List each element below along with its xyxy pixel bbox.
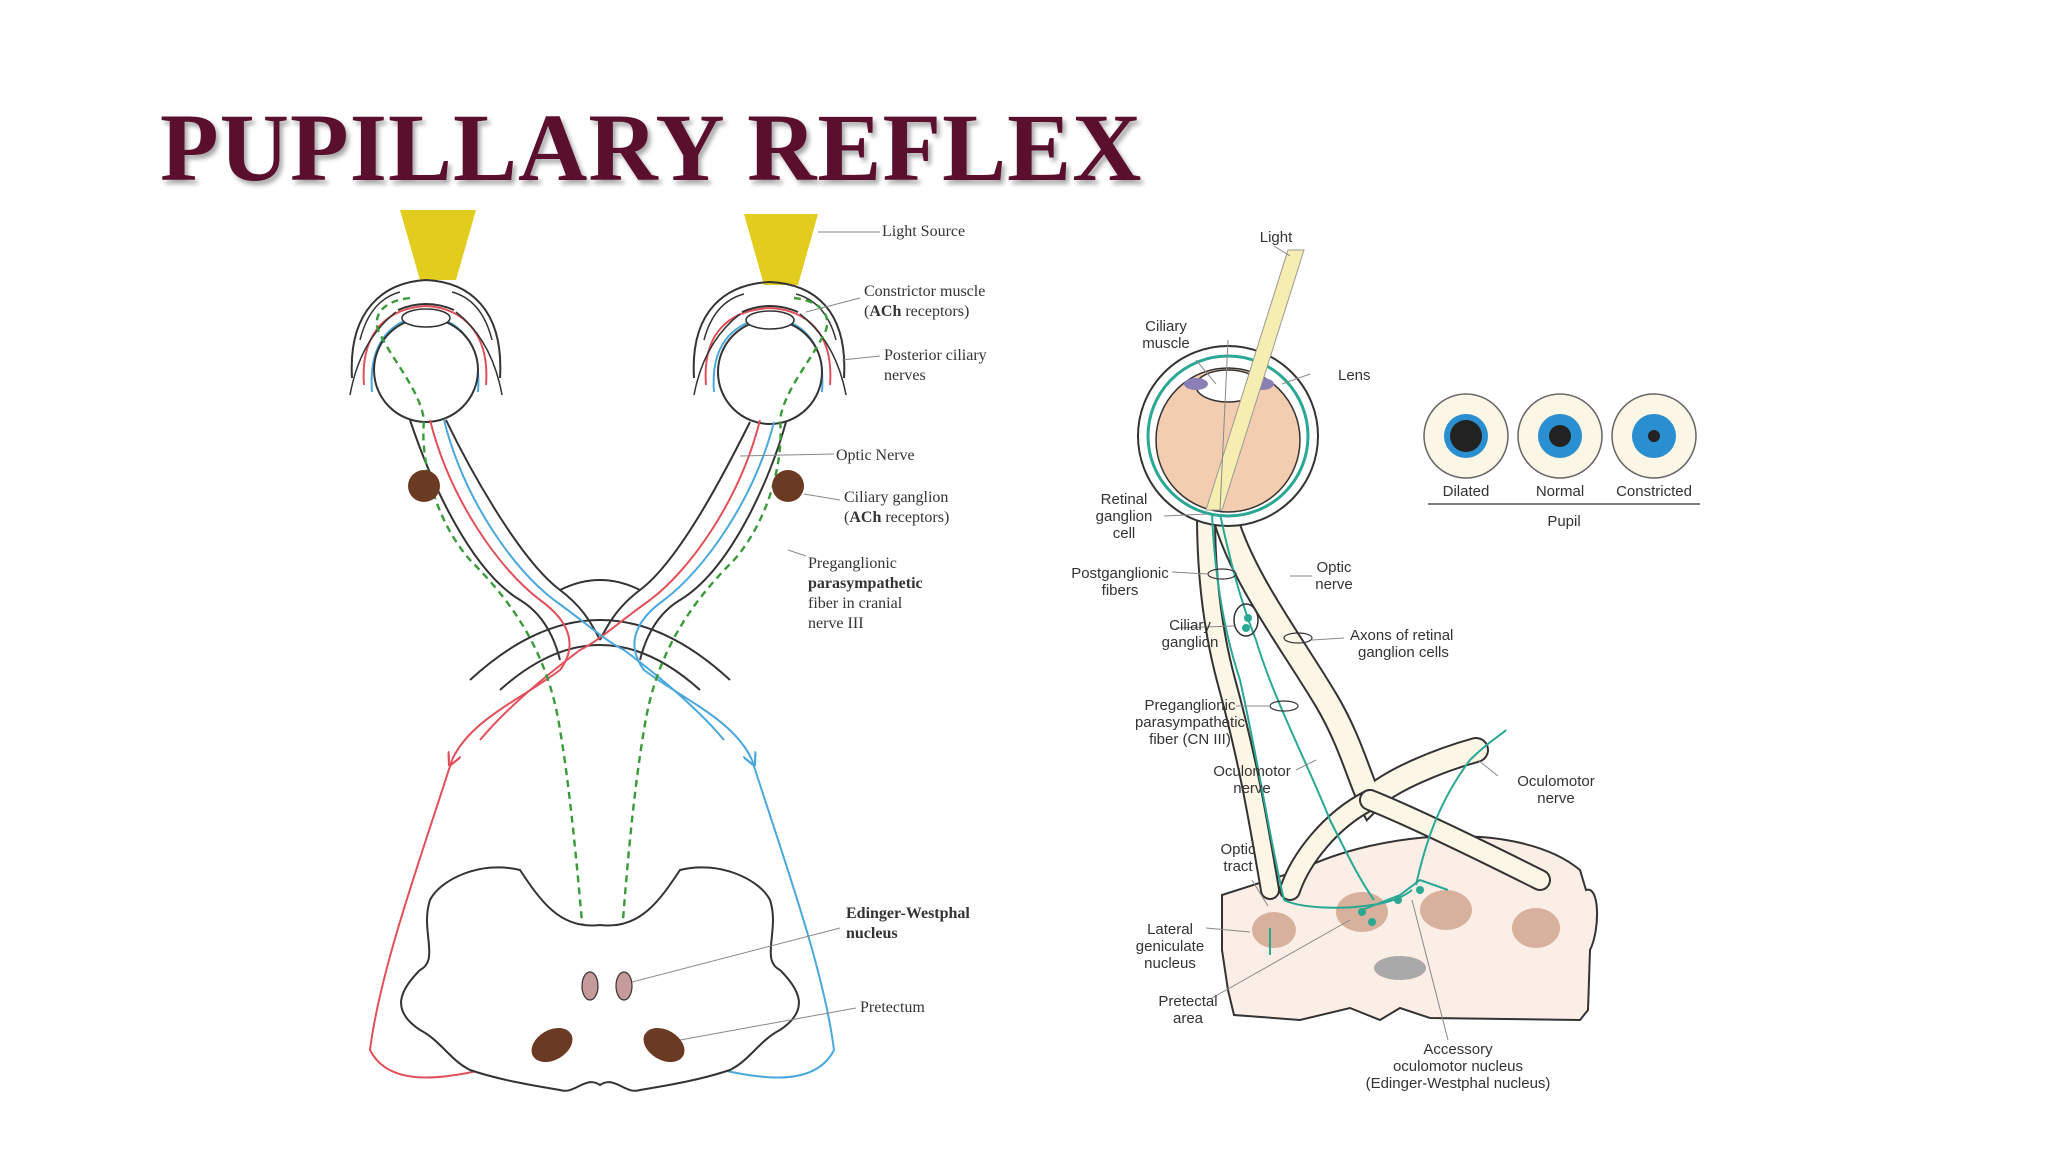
label-preganglionic-1: Preganglionic: [808, 555, 897, 572]
pretectum-left: [531, 1027, 573, 1063]
label-optic-tract-2: tract: [1223, 858, 1253, 875]
label-oculomotor-left-2: nerve: [1233, 780, 1271, 797]
label-ciliary-ganglion-2: ganglion: [1162, 634, 1219, 651]
left-diagram: Light Source Constrictor muscle (ACh rec…: [349, 210, 987, 1092]
right-diagram: Light Ciliary muscle Lens Retinal gangli…: [1071, 229, 1700, 1092]
label-ciliary-ganglion-receptors: (ACh receptors): [844, 509, 949, 526]
ciliary-ganglion-left: [408, 470, 440, 502]
right-eye: [692, 280, 847, 425]
label-posterior-ciliary-1: Posterior ciliary: [884, 347, 987, 364]
label-edinger-westphal-2: nucleus: [846, 925, 898, 942]
label-constrictor-receptors: (ACh receptors): [864, 303, 969, 320]
label-preganglionic-4: nerve III: [808, 615, 864, 632]
label-preganglionic-r-3: fiber (CN III): [1149, 731, 1231, 748]
pupil-constricted: [1611, 393, 1697, 479]
ew-nucleus-left: [581, 971, 599, 1001]
label-posterior-ciliary-2: nerves: [884, 367, 926, 384]
left-eye: [349, 278, 503, 423]
label-pupil-caption: Pupil: [1547, 513, 1580, 530]
green-pathway-right: [618, 296, 829, 990]
label-lgn-2: geniculate: [1136, 938, 1204, 955]
red-pathway-left: [429, 419, 571, 760]
label-oculomotor-right-1: Oculomotor: [1517, 773, 1595, 790]
pupil-dilated: [1423, 393, 1509, 479]
label-postganglionic-1: Postganglionic: [1071, 565, 1169, 582]
label-ciliary-ganglion: Ciliary ganglion: [844, 489, 948, 506]
label-axons-2: ganglion cells: [1358, 644, 1449, 661]
label-pupil-dilated: Dilated: [1443, 483, 1490, 500]
label-pretectal-1: Pretectal: [1158, 993, 1217, 1010]
label-pretectum: Pretectum: [860, 999, 925, 1016]
label-light-source: Light Source: [882, 223, 965, 240]
label-edinger-westphal-1: Edinger-Westphal: [846, 905, 970, 922]
light-source-left: [400, 210, 476, 280]
label-retinal-2: ganglion: [1096, 508, 1153, 525]
light-beam: [1205, 249, 1305, 511]
label-pretectal-2: area: [1173, 1010, 1204, 1027]
label-accessory-1: Accessory: [1423, 1041, 1493, 1058]
slide-title: PUPILLARY REFLEX: [160, 94, 1143, 201]
brainstem-outline: [400, 866, 800, 1092]
light-source-right: [744, 214, 818, 285]
label-preganglionic-r-2: parasympathetic: [1135, 714, 1246, 731]
label-postganglionic-2: fibers: [1102, 582, 1139, 599]
ciliary-ganglion-right: [772, 470, 804, 502]
label-preganglionic-r-1: Preganglionic: [1145, 697, 1236, 714]
label-constrictor-muscle: Constrictor muscle: [864, 283, 985, 300]
label-ciliary-muscle-1: Ciliary: [1145, 318, 1187, 335]
label-retinal-1: Retinal: [1101, 491, 1148, 508]
label-retinal-3: cell: [1113, 525, 1136, 542]
label-ciliary-muscle-2: muscle: [1142, 335, 1190, 352]
label-preganglionic-3: fiber in cranial: [808, 595, 903, 612]
label-lgn-3: nucleus: [1144, 955, 1196, 972]
pretectum-right: [643, 1027, 685, 1063]
label-pupil-constricted: Constricted: [1616, 483, 1692, 500]
label-accessory-2: oculomotor nucleus: [1393, 1058, 1523, 1075]
label-oculomotor-left-1: Oculomotor: [1213, 763, 1291, 780]
label-optic-nerve-1: Optic: [1316, 559, 1352, 576]
label-oculomotor-right-2: nerve: [1537, 790, 1575, 807]
label-lgn-1: Lateral: [1147, 921, 1193, 938]
pupil-normal: [1517, 393, 1603, 479]
label-pupil-normal: Normal: [1536, 483, 1584, 500]
brainstem-block: [1221, 835, 1598, 1022]
label-optic-nerve-left: Optic Nerve: [836, 447, 915, 464]
label-ciliary-ganglion-1: Ciliary: [1169, 617, 1211, 634]
label-lens: Lens: [1338, 367, 1371, 384]
ew-nucleus-right: [615, 971, 633, 1001]
label-optic-tract-1: Optic: [1220, 841, 1256, 858]
green-pathway-left: [375, 296, 588, 990]
label-accessory-3: (Edinger-Westphal nucleus): [1366, 1075, 1551, 1092]
blue-pathway-right: [633, 421, 775, 760]
label-optic-nerve-2: nerve: [1315, 576, 1353, 593]
label-preganglionic-2: parasympathetic: [808, 575, 923, 592]
label-axons-1: Axons of retinal: [1350, 627, 1453, 644]
label-light: Light: [1260, 229, 1293, 246]
